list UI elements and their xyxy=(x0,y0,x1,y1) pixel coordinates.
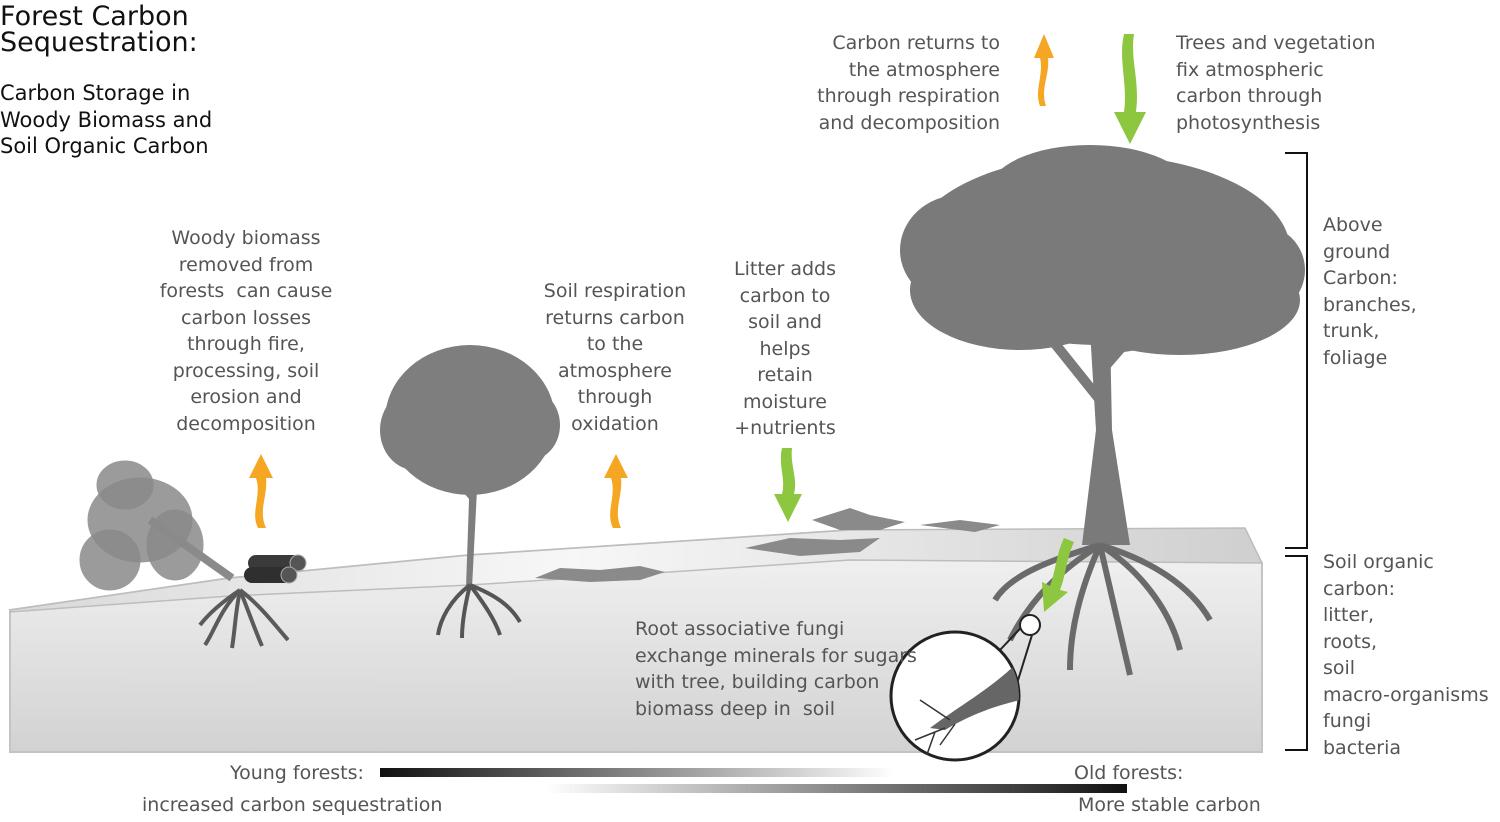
old-tree xyxy=(900,145,1305,545)
label-soil-respiration: Soil respiration returns carbon to the a… xyxy=(543,280,687,435)
felled-tree xyxy=(79,460,235,591)
diagram-subtitle: Carbon Storage in Woody Biomass and Soil… xyxy=(0,81,213,158)
release-arrow-top xyxy=(1034,34,1054,106)
above-ground-bracket xyxy=(1285,152,1308,549)
old-tree-roots xyxy=(992,542,1213,676)
felled-stump-roots xyxy=(198,588,290,649)
uptake-arrow-roots xyxy=(1042,538,1074,612)
label-woody-biomass: Woody biomass removed from forests can c… xyxy=(159,227,333,435)
release-arrow-soil xyxy=(604,454,628,528)
uptake-arrow-litter xyxy=(774,448,802,522)
release-arrow-woody xyxy=(249,454,273,528)
label-soil-organic-carbon: Soil organic carbon: litter, roots, soil… xyxy=(1323,551,1489,759)
young-tree-roots xyxy=(436,583,522,639)
soil-carbon-bracket xyxy=(1285,555,1308,751)
cut-logs xyxy=(244,554,307,584)
label-young-forests-desc: increased carbon sequestration xyxy=(142,794,443,816)
diagram-title: Forest Carbon Sequestration: xyxy=(0,1,198,58)
label-above-ground-carbon: Above ground Carbon: branches, trunk, fo… xyxy=(1323,214,1417,369)
label-root-fungi: Root associative fungi exchange minerals… xyxy=(635,618,917,720)
label-carbon-returns: Carbon returns to the atmosphere through… xyxy=(817,32,1000,134)
label-old-forests-desc: More stable carbon xyxy=(1078,794,1261,816)
label-photosynthesis: Trees and vegetation fix atmospheric car… xyxy=(1176,32,1376,134)
label-young-forests: Young forests: xyxy=(230,762,364,784)
young-tree xyxy=(380,345,560,588)
root-magnifier xyxy=(889,614,1041,762)
old-forest-gradient-bar xyxy=(545,784,1127,793)
young-forest-gradient-bar xyxy=(380,768,895,777)
label-litter: Litter adds carbon to soil and helps ret… xyxy=(734,258,836,439)
litter-patches xyxy=(535,508,1000,582)
uptake-arrow-photosynthesis xyxy=(1114,34,1146,144)
label-old-forests: Old forests: xyxy=(1074,762,1184,784)
